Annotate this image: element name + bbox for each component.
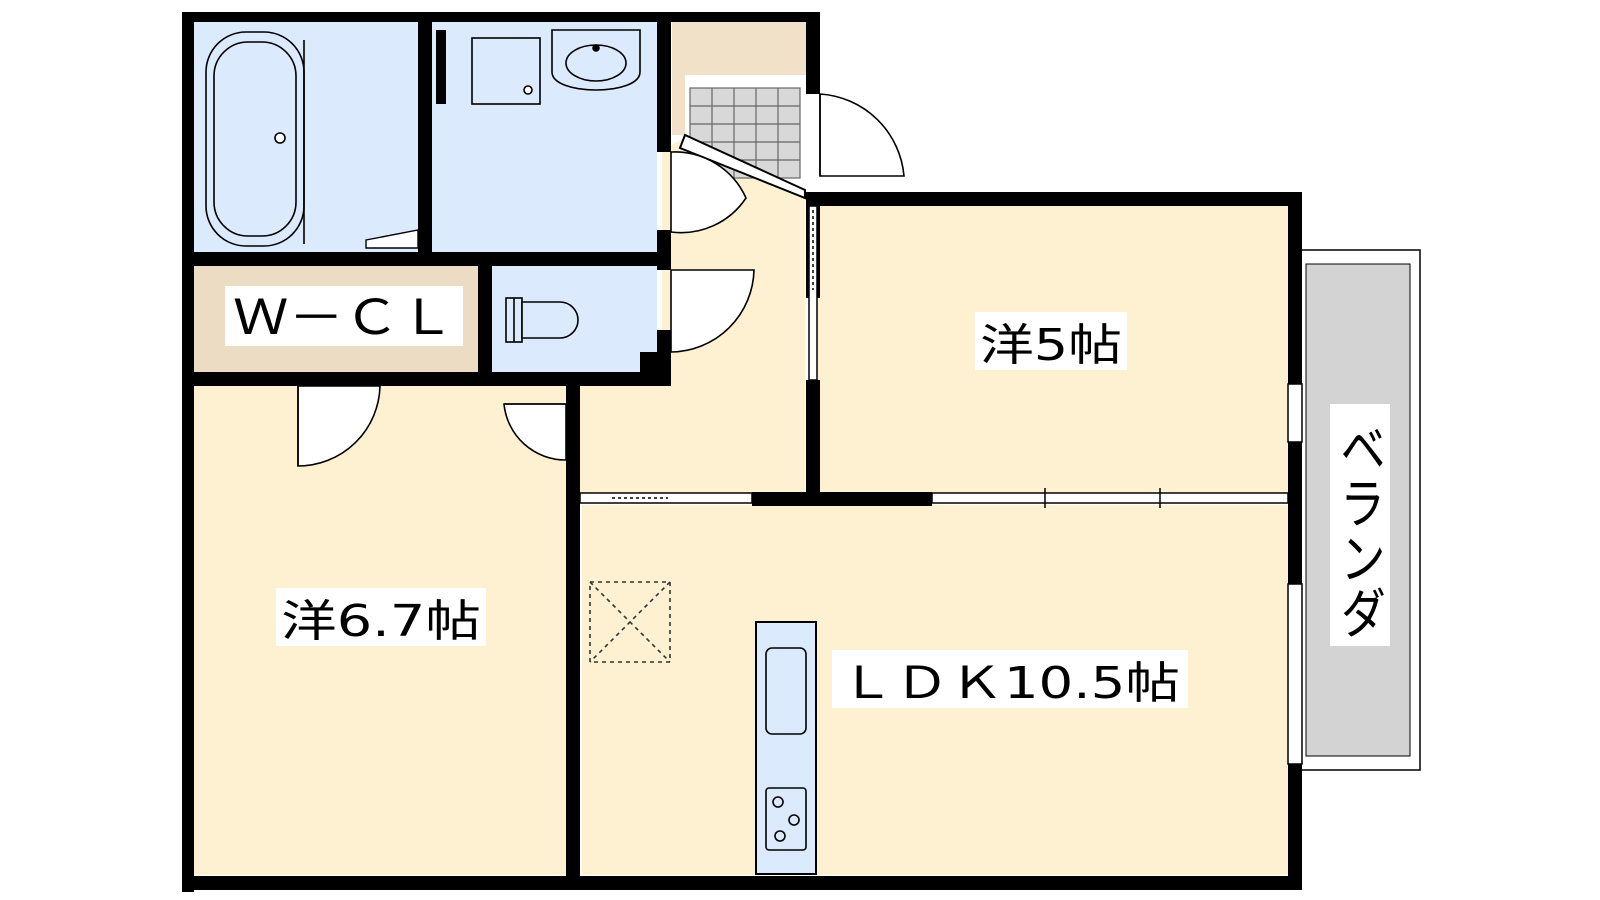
room-label-western-5: 洋5帖 <box>980 320 1122 371</box>
entrance-floor <box>685 20 807 75</box>
entrance-step <box>678 133 806 200</box>
walls <box>182 12 1302 892</box>
ceiling-hatch <box>589 581 671 663</box>
sliding-doors <box>579 205 1303 765</box>
doors <box>297 93 905 467</box>
fixtures <box>205 29 817 875</box>
toilet <box>505 297 579 343</box>
room-label-ldk: ＬＤＫ10.5帖 <box>840 658 1180 709</box>
entrance-floor-strip <box>672 20 685 135</box>
cooktop <box>765 787 807 851</box>
kitchen-sink <box>765 647 807 735</box>
veranda-label: ベランダ <box>1333 420 1387 640</box>
room-label-western-67: 洋6.7帖 <box>281 596 481 647</box>
bathtub <box>205 31 305 247</box>
room-labels: Ｗ－ＣＬ 洋5帖 洋6.7帖 ＬＤＫ10.5帖 ベランダ <box>225 286 1390 709</box>
room-label-wcl: Ｗ－ＣＬ <box>233 290 455 346</box>
